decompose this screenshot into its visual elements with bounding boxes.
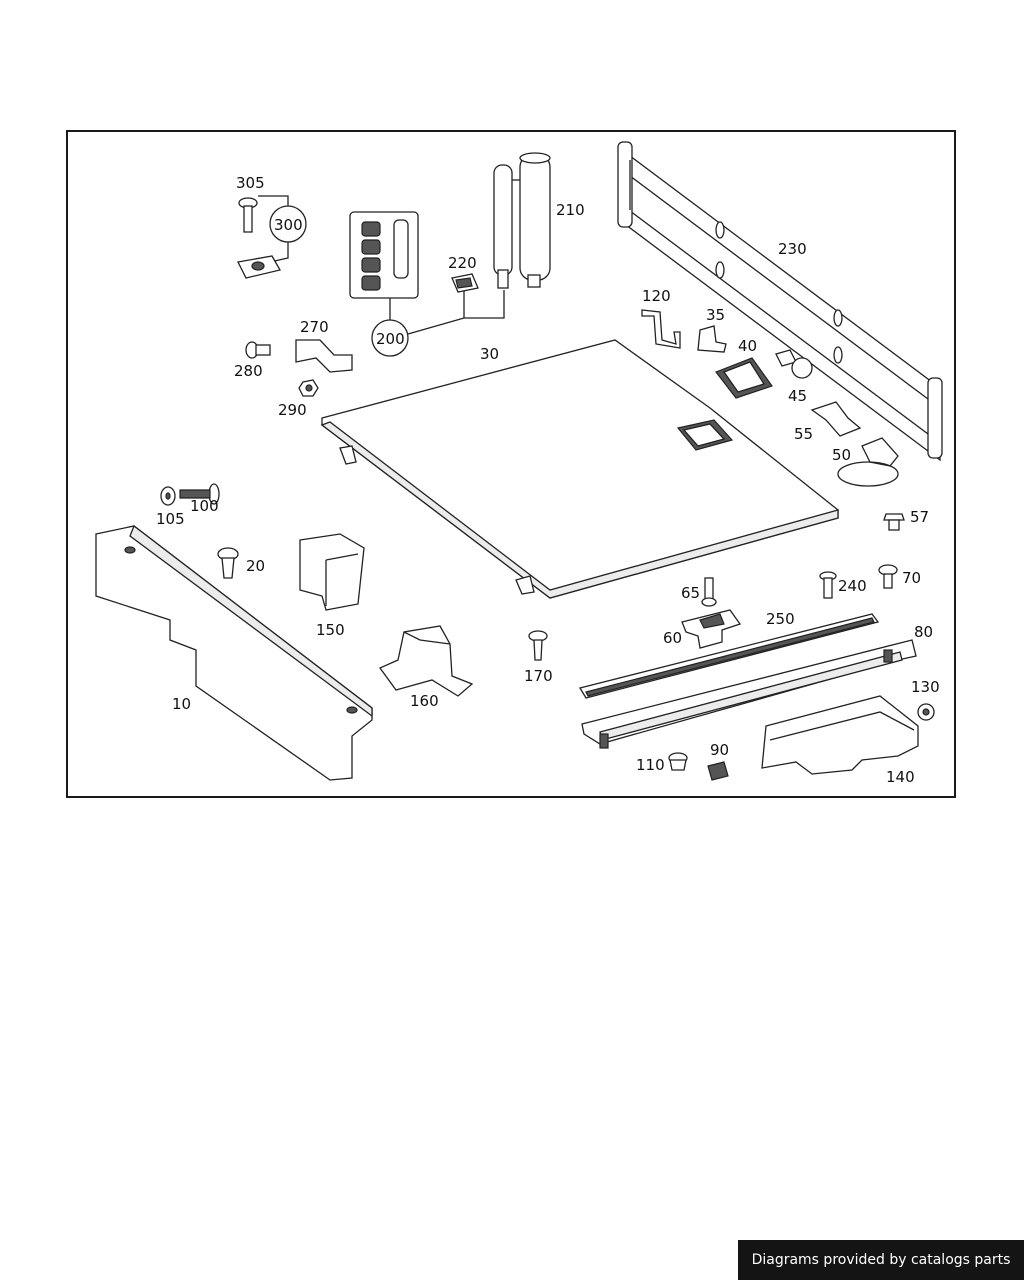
part-35-clip (697, 325, 727, 353)
part-240-screw (819, 571, 837, 599)
part-30-floor-panel (320, 339, 839, 599)
part-90-clip (707, 761, 729, 781)
label-80: 80 (914, 623, 933, 641)
label-250: 250 (766, 610, 795, 628)
part-65-pin (701, 577, 717, 607)
label-105: 105 (156, 510, 185, 528)
label-35: 35 (706, 306, 725, 324)
label-120: 120 (642, 287, 671, 305)
part-210-struts (493, 152, 551, 289)
part-250-rail-strip (578, 613, 880, 699)
part-100-screw (179, 483, 220, 505)
part-200-panel (349, 211, 419, 299)
part-40-handle-frame (715, 357, 773, 399)
label-230: 230 (778, 240, 807, 258)
part-57-bolt (883, 513, 905, 531)
label-290: 290 (278, 401, 307, 419)
label-280: 280 (234, 362, 263, 380)
label-140: 140 (886, 768, 915, 786)
label-160: 160 (410, 692, 439, 710)
label-210: 210 (556, 201, 585, 219)
label-55: 55 (794, 425, 813, 443)
part-270-hinge (295, 339, 353, 373)
part-305-screw (238, 197, 258, 233)
part-70-screw (878, 564, 898, 589)
label-57: 57 (910, 508, 929, 526)
footer-credit: Diagrams provided by catalogs parts (738, 1240, 1024, 1280)
part-130-nut (917, 703, 935, 721)
part-110-grommet (668, 752, 688, 771)
label-10: 10 (172, 695, 191, 713)
part-280-bolt (245, 341, 271, 359)
label-200: 200 (376, 330, 405, 348)
label-130: 130 (911, 678, 940, 696)
part-120-bracket (641, 309, 681, 349)
part-140-cover (761, 695, 919, 775)
label-45: 45 (788, 387, 807, 405)
label-150: 150 (316, 621, 345, 639)
part-80-guide-rail (581, 639, 917, 749)
part-300-bracket (237, 255, 281, 279)
part-55-latch (810, 401, 862, 437)
label-300: 300 (274, 216, 303, 234)
label-240: 240 (838, 577, 867, 595)
label-70: 70 (902, 569, 921, 587)
part-10-trim (95, 524, 373, 781)
label-220: 220 (448, 254, 477, 272)
label-110: 110 (636, 756, 665, 774)
label-270: 270 (300, 318, 329, 336)
label-20: 20 (246, 557, 265, 575)
label-65: 65 (681, 584, 700, 602)
label-90: 90 (710, 741, 729, 759)
part-160-bracket (379, 625, 474, 697)
part-290-nut (298, 379, 319, 397)
part-170-clip (528, 630, 548, 661)
label-170: 170 (524, 667, 553, 685)
callout-leader-200 (407, 290, 505, 335)
label-100: 100 (190, 497, 219, 515)
label-30: 30 (480, 345, 499, 363)
label-50: 50 (832, 446, 851, 464)
part-45-lock (775, 349, 813, 379)
part-labels: 305 300 200 210 220 230 270 280 290 30 1… (156, 174, 940, 786)
part-220-clip (451, 273, 479, 293)
part-150-bracket (299, 533, 365, 611)
part-60-latch (681, 609, 742, 649)
part-105-washer (160, 486, 176, 506)
label-40: 40 (738, 337, 757, 355)
label-60: 60 (663, 629, 682, 647)
part-230-rail (617, 141, 943, 462)
part-20-clip (217, 547, 239, 579)
part-50-cable-latch (837, 437, 899, 487)
label-305: 305 (236, 174, 265, 192)
